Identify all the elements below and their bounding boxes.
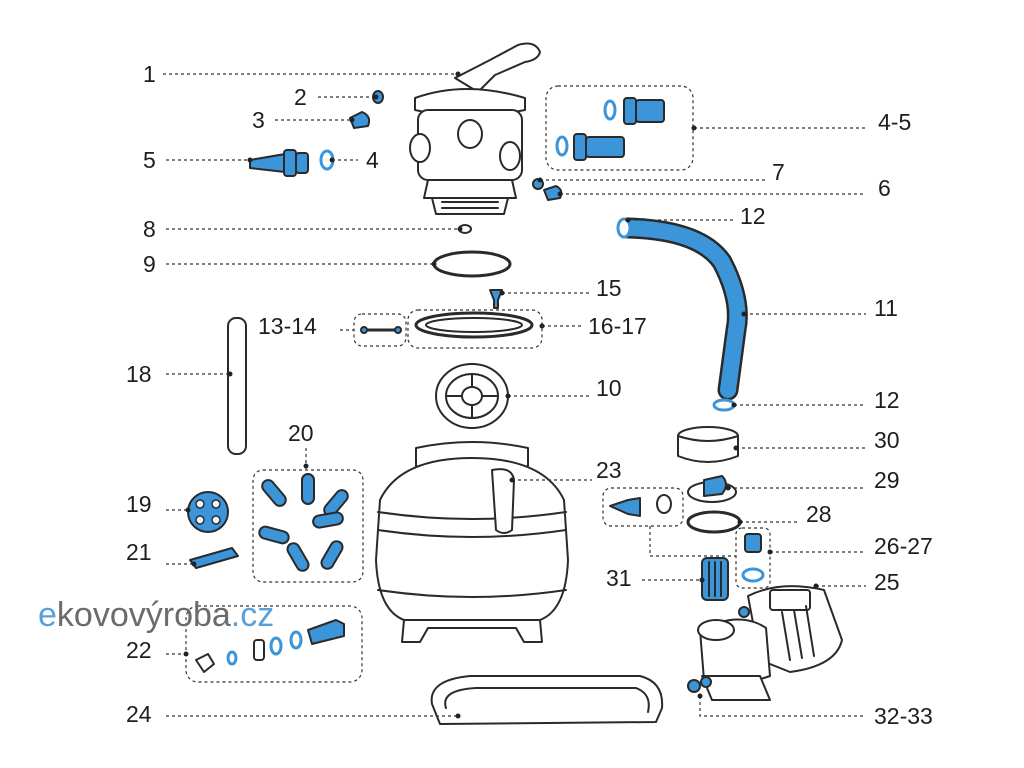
- callout-31: 31: [606, 565, 632, 591]
- callout-labels: 1 2 3 4-5 5 4 7 6 8 12 9 15 13-14 16-17 …: [126, 61, 933, 729]
- callout-26-27: 26-27: [874, 533, 933, 559]
- multiport-valve: [409, 42, 541, 215]
- callout-29: 29: [874, 467, 900, 493]
- group-4-5: [545, 85, 694, 171]
- part-24-base: [430, 675, 664, 725]
- part-18-standpipe: [227, 317, 247, 455]
- part-26-27-fitting: [741, 533, 765, 583]
- part-5-hose-connector: [249, 149, 309, 177]
- callout-9: 9: [143, 251, 156, 277]
- callout-7: 7: [772, 159, 785, 185]
- part-31-cartridge: [701, 557, 729, 601]
- callout-10: 10: [596, 375, 622, 401]
- callout-4: 4: [366, 147, 379, 173]
- group-22: [185, 605, 363, 683]
- callout-25: 25: [874, 569, 900, 595]
- callout-2: 2: [294, 84, 307, 110]
- part-6-drain-plug: [543, 185, 563, 201]
- group-hose-adapter: [602, 487, 684, 527]
- part-21-gasket: [189, 547, 239, 569]
- part-13-14-clamp-bolt: [360, 326, 402, 334]
- callout-32-33: 32-33: [874, 703, 933, 729]
- part-25-pump: [697, 585, 843, 701]
- part-10-diffuser: [435, 363, 509, 429]
- part-22-drain-assembly: [195, 619, 345, 673]
- part-19-hub: [187, 491, 229, 533]
- group-16-17: [407, 309, 543, 349]
- part-4-5-connectors: [555, 97, 665, 161]
- part-9-oring: [432, 250, 512, 278]
- callout-19: 19: [126, 491, 152, 517]
- callout-5: 5: [143, 147, 156, 173]
- watermark-prefix: e: [38, 596, 57, 634]
- callout-30: 30: [874, 427, 900, 453]
- callout-21: 21: [126, 539, 152, 565]
- part-3-pressure-gauge: [349, 111, 371, 129]
- part-30-lid: [677, 426, 739, 463]
- watermark-suffix: .cz: [231, 596, 274, 634]
- callout-13-14: 13-14: [258, 313, 317, 339]
- part-11-hose: [616, 217, 748, 412]
- callout-16-17: 16-17: [588, 313, 647, 339]
- group-26-27: [735, 527, 771, 589]
- callout-23: 23: [596, 457, 622, 483]
- callout-15: 15: [596, 275, 622, 301]
- callout-6: 6: [878, 175, 891, 201]
- callout-18: 18: [126, 361, 152, 387]
- part-29-tee: [687, 475, 737, 503]
- leader-lines: [163, 71, 866, 719]
- part-32-33-plug: [687, 676, 712, 693]
- part-28-oring: [686, 510, 742, 534]
- part-15-screw: [489, 289, 503, 309]
- watermark-brand: kovovýroba: [57, 596, 231, 634]
- callout-12-bottom: 12: [874, 387, 900, 413]
- watermark: ekovovýroba.cz: [38, 596, 274, 634]
- part-20-laterals: [258, 473, 349, 572]
- callout-24: 24: [126, 701, 152, 727]
- callout-28: 28: [806, 501, 832, 527]
- connector-line: [649, 526, 736, 557]
- callout-22: 22: [126, 637, 152, 663]
- callout-1: 1: [143, 61, 156, 87]
- callout-8: 8: [143, 216, 156, 242]
- callout-12-top: 12: [740, 203, 766, 229]
- part-hose-adapter: [609, 494, 672, 517]
- callout-4-5: 4-5: [878, 109, 911, 135]
- part-23-tank: [375, 441, 569, 643]
- callout-20: 20: [288, 420, 314, 446]
- callout-11: 11: [874, 295, 898, 321]
- part-16-17-clamp: [414, 311, 534, 339]
- group-20: [252, 469, 364, 583]
- callout-3: 3: [252, 107, 265, 133]
